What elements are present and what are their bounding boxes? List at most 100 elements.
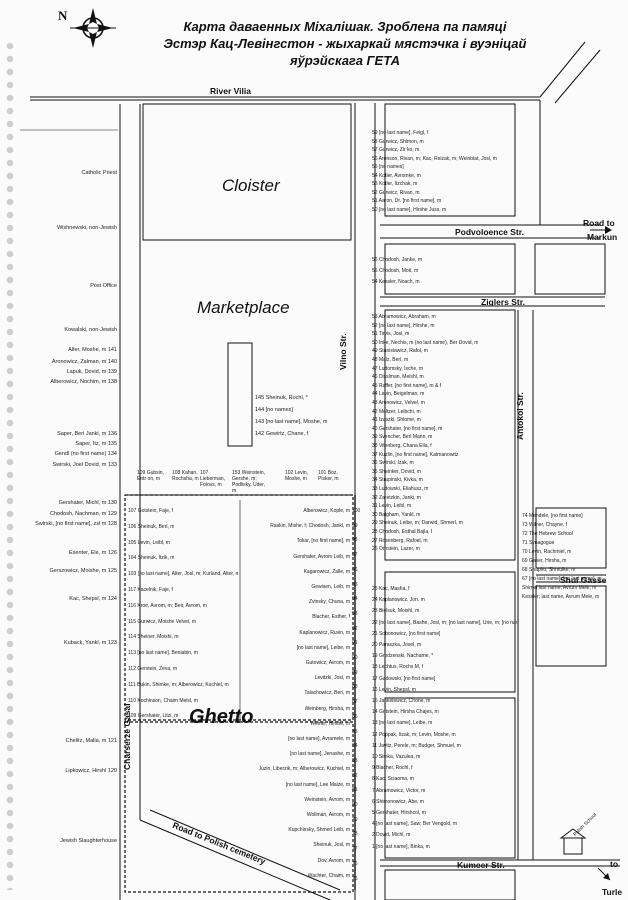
resident-entry: 51 Tirvis, Josl, m [372, 331, 410, 338]
spiral-binding [4, 40, 16, 890]
resident-entry: 14 Gritstein, Hirsha Chajes, m [372, 709, 439, 716]
resident-entry: Tokar, [no first name], m [296, 538, 350, 545]
resident-entry: 57 Gurwicz, Zir ko, m [372, 147, 420, 153]
left-label: Kac, Shepsl, m 124 [69, 596, 117, 602]
resident-entry: 24 Kaplanowicz, Jon, m [372, 597, 425, 604]
resident-entry: 45 Raffer, [no first name], m & f [372, 382, 442, 389]
street-antokol: Antokol Str. [515, 392, 525, 440]
left-label: Alter, Moshe, m 141 [68, 347, 117, 353]
compass-icon [70, 8, 116, 48]
resident-entry: Blacher, Esther, f [312, 614, 350, 621]
left-label: Aronowicz, Zalman, m 140 [51, 359, 117, 365]
resident-entry: 38 Vitenberg, Chana Ella, f [372, 443, 432, 449]
resident-entry: 103 [no last name], Alter, Josl, m; Kurl… [128, 571, 238, 578]
resident-entry: 12 Poppak, Itzak, m; Levin, Moshe, m [372, 731, 456, 738]
resident-entry: 142 Gewirtz, Chane, f [255, 431, 309, 437]
resident-entry: 117 Kacelnik, Faje, f [128, 587, 173, 593]
resident-entry: 53 Kotler, Itzchak, m [372, 181, 418, 187]
street-podvoloence: Podvoloence Str. [455, 227, 524, 237]
left-label: Swirski, [no first name], zsl m 128 [35, 521, 117, 527]
left-label: Chodosh, Nachman, m 129 [50, 511, 117, 517]
resident-entry: 50 [no last name], Hirshe Juss, m [372, 206, 447, 213]
title-line-3: яўрэйскага ГЕТА [289, 53, 401, 68]
resident-entry: 22 [no last name], Bashe, Josl, m; [no l… [372, 619, 517, 626]
left-label: Gershater, Michl, m 130 [58, 500, 117, 506]
street-river-vilia: River Vilia [210, 86, 251, 96]
resident-entry: 97 [352, 552, 358, 559]
resident-entry: 91 [352, 640, 358, 647]
resident-entry: 67 [no last name], [no last name], m [522, 576, 602, 582]
resident-entry: 4 [no last name], Saw; Ber Vengold, m [372, 821, 458, 828]
resident-entry: 107 Lieberman, Folovs, m [200, 470, 226, 488]
resident-entry: 56 Chodosh, Janke, m [372, 257, 423, 263]
resident-entry: 34 Strupinski, Kivka, m [372, 477, 423, 484]
resident-entry: 79 [352, 816, 358, 823]
resident-entry: Gewisen, Leib, m [311, 584, 350, 590]
resident-entry: 23 Bielsuk, Moishl, m [372, 608, 420, 615]
resident-entry: Wollman, Avrom, m [306, 812, 350, 818]
left-label: Kowalski, non-Jewish [64, 327, 117, 333]
street-markun: Markun [587, 232, 618, 242]
resident-entry: 5 Gershater, Hirshcol, m [372, 810, 426, 816]
resident-entry: 20 Paraszka, Josel, m [372, 642, 422, 648]
resident-entry: 41 Izaszki, Shlome, m [372, 417, 421, 424]
resident-entry: 13 [no last name], Leibe, m [372, 720, 433, 727]
resident-entry: Weiner, Hirshe, m [310, 720, 350, 727]
resident-entry: 84 [352, 743, 358, 750]
resident-entry: 52 [no last name], Hirshe, m [372, 322, 435, 329]
arrow-to-turle-icon [597, 867, 611, 881]
resident-entry: 80 [352, 802, 358, 808]
resident-entry: 93 [352, 610, 358, 617]
resident-entry: 143 [no last name], Moshe, m [255, 419, 328, 425]
resident-entry: 58 Gurwicz, Shimon, m [372, 138, 424, 145]
resident-entry: 145 Sheinuk, Rochl, * [255, 395, 308, 401]
resident-entry: 33 Ludowski, Eliahusz, m [372, 486, 429, 492]
resident-entry: Wachter, Chaim, m [307, 872, 350, 879]
resident-entry: 68 Shapiro, Shmulke, m [522, 567, 576, 573]
school-building-icon [559, 828, 587, 855]
title-line-2: Эстэр Кац-Левінгстон - жыхаркай мястэчка… [163, 36, 527, 51]
resident-entry: Gutowicz, Avrom, m [305, 660, 350, 666]
resident-entry: 59 [no last name], Feigl, f [372, 130, 429, 136]
street-turle: Turle [602, 887, 623, 897]
resident-entry: 18 Lechtus, Rochs M, f [372, 664, 424, 671]
left-label: Wishnewski, non-Jewish [57, 225, 117, 231]
arrow-to-markun-icon [590, 226, 612, 234]
resident-entry: 21 Sobonowicz, [no first name] [372, 630, 441, 637]
resident-entry: Kagarowicz, Zalle, m [303, 568, 350, 575]
resident-entry: [no last name], Leibe, m [296, 644, 350, 651]
resident-entry: 36 Swirski, Izak, m [372, 460, 414, 467]
resident-entry: 89 [352, 669, 358, 676]
resident-entry: 54 Kessler, Noach, m [372, 279, 420, 285]
resident-entry: Talachowicz, Beri, m [304, 690, 350, 697]
resident-entry: 105 Levin, Leibl, m [128, 539, 170, 546]
resident-entry: 112 Gerstein, Zeva, m [128, 666, 178, 672]
left-label: Catholic Priest [81, 170, 117, 176]
left-label: Swirski, Joel Dovid, m 133 [52, 462, 118, 468]
resident-entry: 47 Ludomsky, Ische, m [372, 365, 424, 372]
resident-entry: 107 Gotstein, Faje, f [128, 508, 174, 514]
resident-entry: 37 Kuzlin, [no first name], Katmanowitz [372, 451, 459, 458]
resident-entry: Sheinuk, Josl, m [313, 842, 350, 849]
resident-entry: 101 Boz, Pisker, m [318, 470, 339, 482]
resident-entry: 7 Abramowicz, Victor, m [372, 787, 426, 794]
resident-entry: 88 [352, 684, 358, 691]
resident-entry: 76 [352, 860, 358, 867]
resident-entry: 17 Gadowski, [no first name] [372, 675, 436, 682]
resident-entry: 109 Gubsin, Entr on, m [137, 470, 164, 482]
resident-entry: 48 Malz, Berl, m [372, 357, 409, 363]
street-kumeer: Kumeer Str. [457, 860, 505, 870]
resident-entry: Kessler; last name, Avrum Mele, m [522, 594, 600, 600]
resident-entry: Dov, Avrom, m [317, 857, 350, 864]
resident-entry: 99 [352, 522, 358, 529]
resident-entry: Shimel last name, Avrum Mele, m [522, 585, 597, 591]
resident-entry: 94 [352, 596, 358, 603]
resident-entry: 96 [352, 566, 358, 573]
resident-entry: 25 Kac, Masha, f [372, 586, 410, 592]
resident-entry: 77 [352, 846, 358, 853]
left-label: Post Office [90, 283, 117, 289]
resident-entry: 98 [352, 537, 358, 544]
resident-entry: 83 [352, 757, 358, 764]
resident-entry: 28 Chodosh, Esthal Bajla, f [372, 529, 433, 535]
